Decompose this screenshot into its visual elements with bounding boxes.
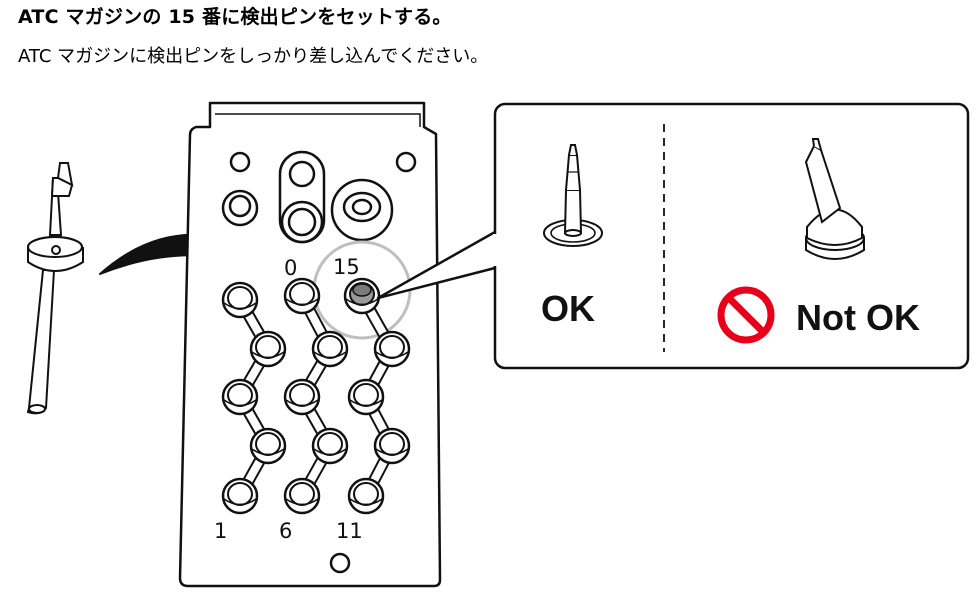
slot-label-1: 1 xyxy=(214,519,227,543)
socket xyxy=(221,281,259,319)
atc-magazine xyxy=(178,101,442,588)
socket xyxy=(373,330,411,368)
page-subheading: ATC マガジンに検出ピンをしっかり差し込んでください。 xyxy=(18,46,489,67)
prohibited-icon xyxy=(717,286,775,344)
socket xyxy=(311,427,349,465)
ok-pin-illustration xyxy=(543,144,603,247)
socket xyxy=(283,378,321,416)
slot-label-15: 15 xyxy=(333,255,360,279)
socket-15-with-pin xyxy=(343,277,381,315)
socket xyxy=(373,427,411,465)
socket-grid xyxy=(221,277,411,515)
slot-label-0: 0 xyxy=(284,256,297,280)
socket xyxy=(283,277,321,315)
detection-pin xyxy=(26,162,84,415)
callout-panel xyxy=(376,102,970,370)
socket xyxy=(249,427,287,465)
socket xyxy=(311,330,349,368)
socket xyxy=(249,330,287,368)
socket xyxy=(347,378,385,416)
socket xyxy=(283,477,321,515)
socket xyxy=(347,477,385,515)
socket xyxy=(221,378,259,416)
slot-label-11: 11 xyxy=(336,519,363,543)
page-heading: ATC マガジンの 15 番に検出ピンをセットする。 xyxy=(18,6,452,28)
socket xyxy=(221,477,259,515)
not-ok-label: Not OK xyxy=(796,297,920,338)
ok-label: OK xyxy=(541,288,595,329)
not-ok-pin-illustration xyxy=(804,138,865,260)
slot-label-6: 6 xyxy=(279,519,292,543)
